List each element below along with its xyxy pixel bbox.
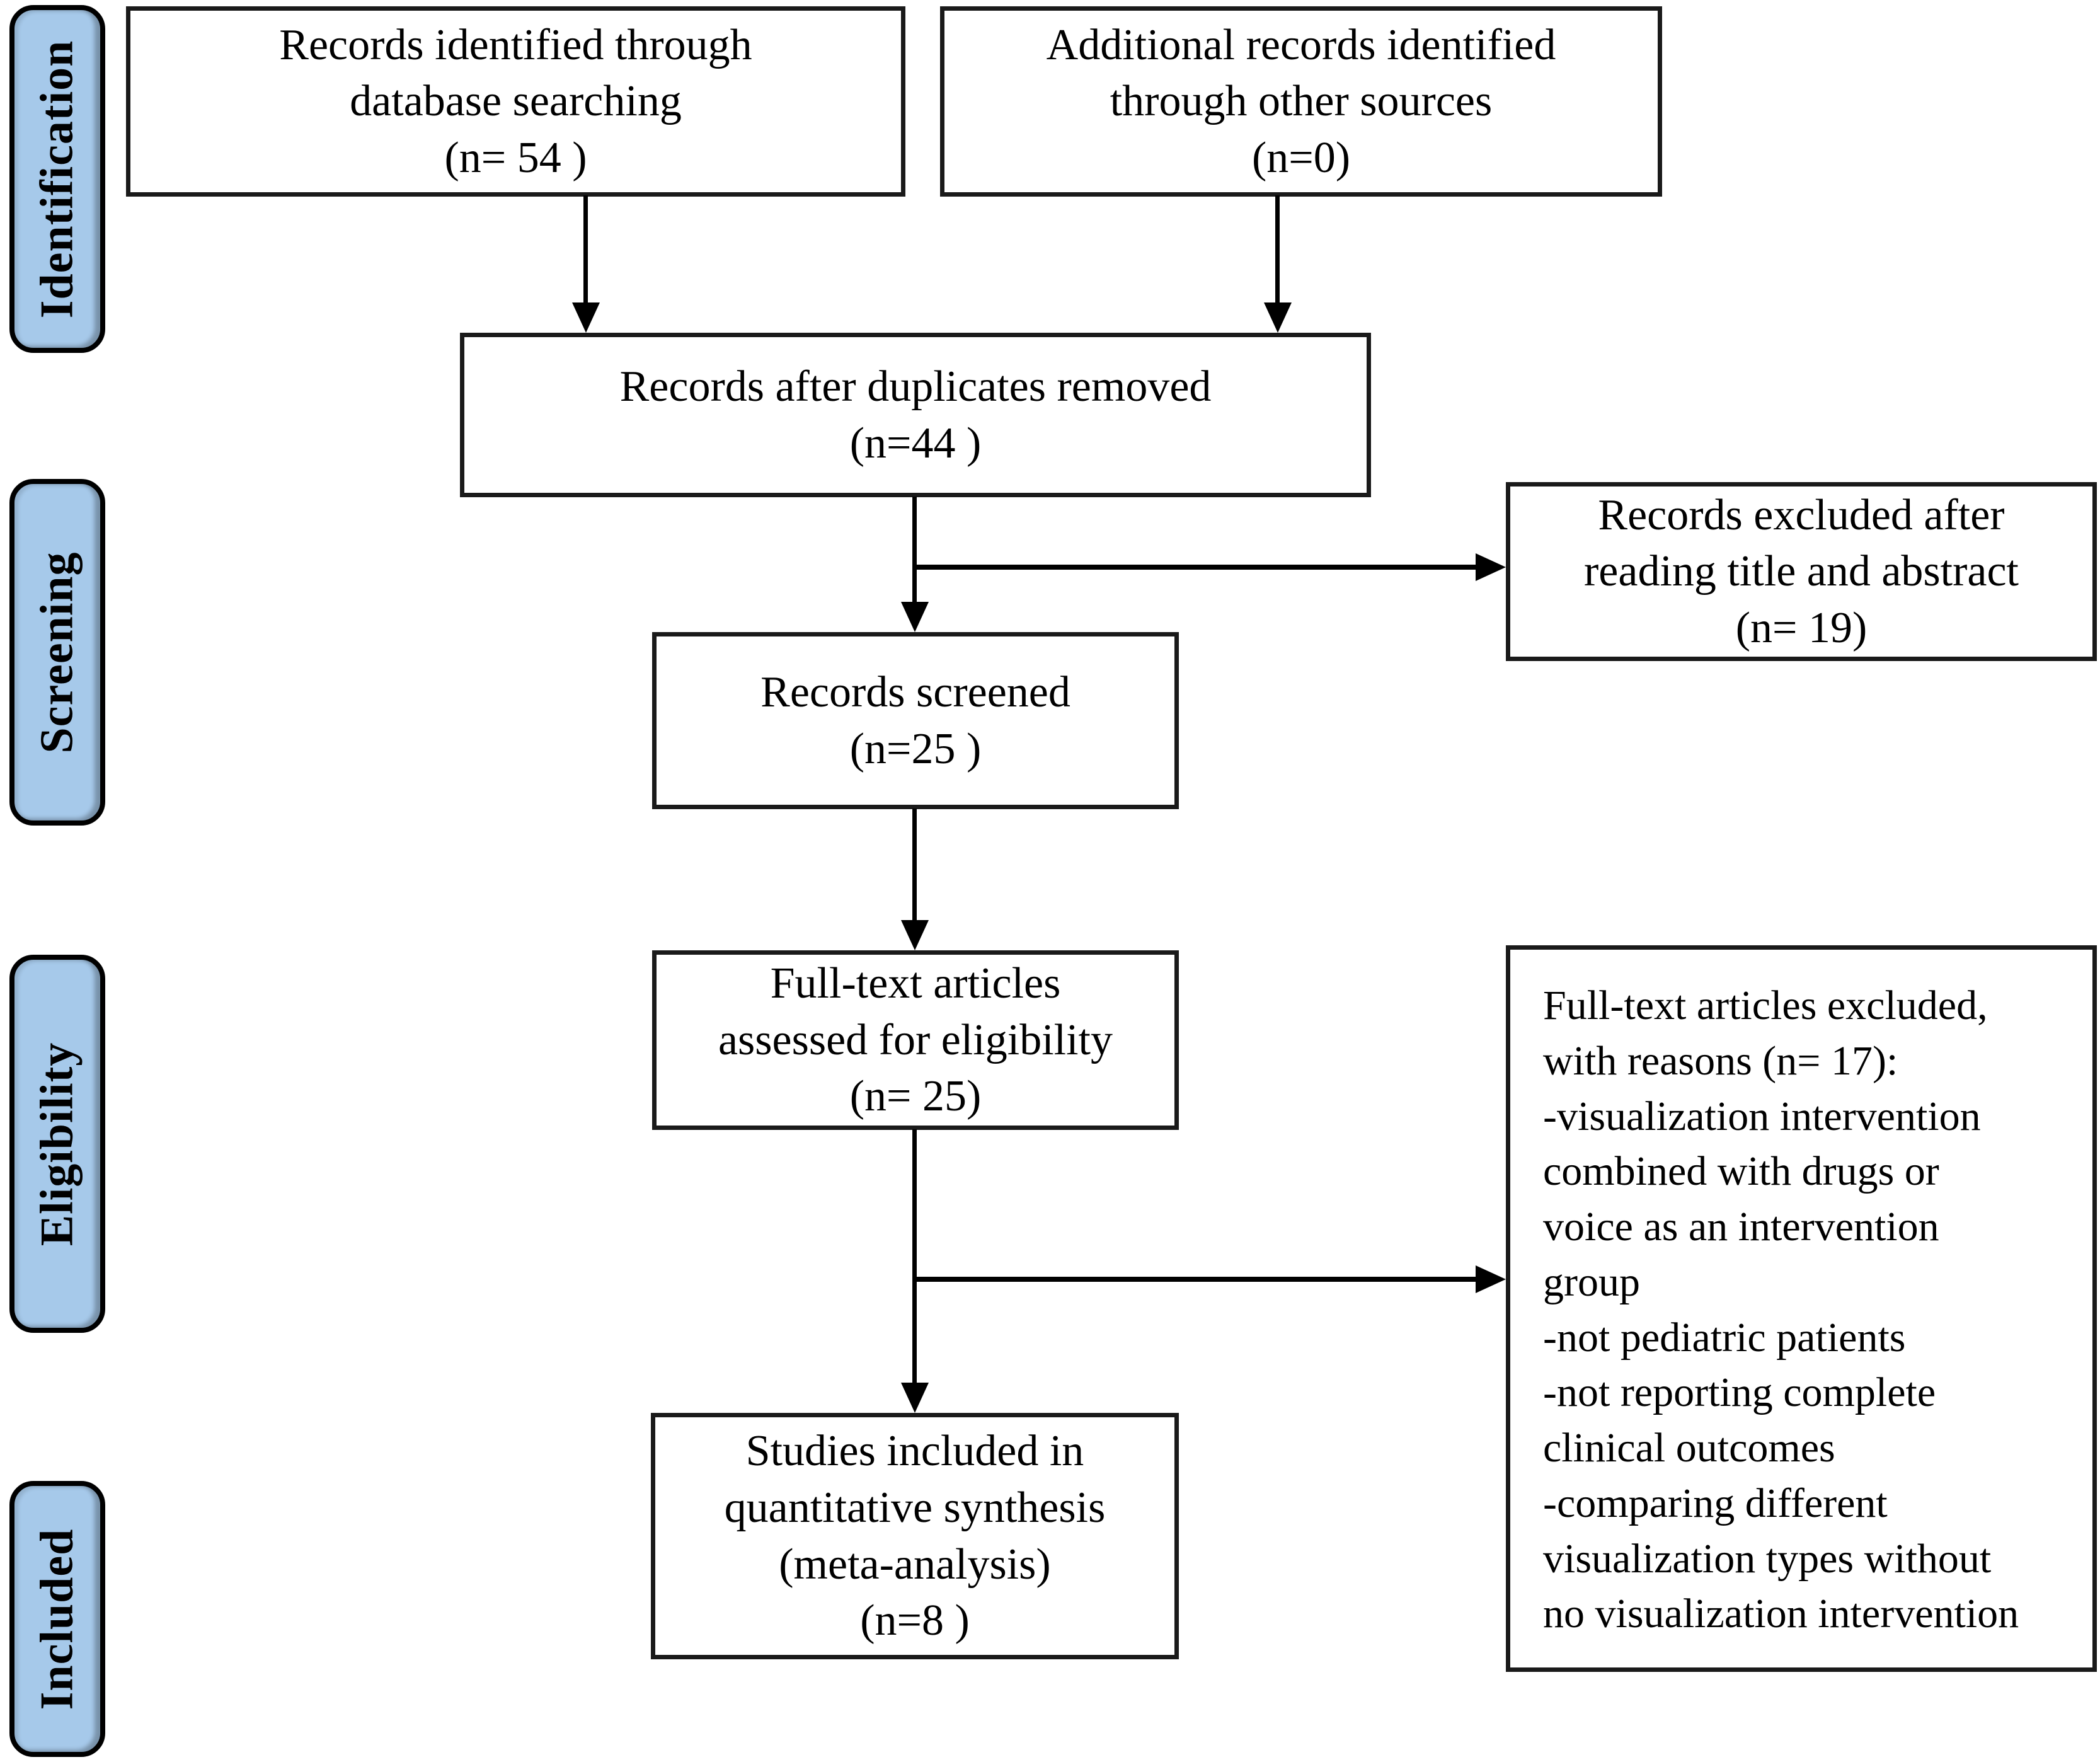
arrow-other-to-duplicates-line [1275,195,1280,305]
box-fulltext-assessed-text: Full-text articles assessed for eligibil… [718,959,1113,1121]
box-records-excluded-title-abstract: Records excluded after reading title and… [1506,482,2097,661]
stage-identification: Identification [9,5,105,353]
stage-eligibility: Eligibility [9,955,105,1333]
box-records-screened-text: Records screened (n=25 ) [760,667,1070,773]
box-studies-included-text: Studies included in quantitative synthes… [724,1427,1106,1645]
arrow-db-to-duplicates-line [583,195,588,305]
box-fulltext-assessed: Full-text articles assessed for eligibil… [652,950,1179,1130]
stage-included: Included [9,1481,105,1757]
stage-eligibility-label: Eligibility [31,1042,83,1246]
box-records-identified-other: Additional records identified through ot… [940,6,1662,197]
box-records-after-duplicates: Records after duplicates removed (n=44 ) [460,333,1371,497]
stage-screening: Screening [9,479,105,826]
arrow-db-to-duplicates-head [572,302,600,333]
box-records-screened: Records screened (n=25 ) [652,632,1179,809]
arrow-duplicates-to-screened-head [901,602,929,632]
arrow-to-fulltext-excluded-head [1476,1265,1506,1293]
box-records-identified-db-text: Records identified through database sear… [279,20,752,182]
arrow-screened-to-fulltext-line [912,809,917,921]
stage-screening-label: Screening [31,551,83,754]
box-fulltext-excluded-reasons-text: Full-text articles excluded, with reason… [1543,982,2019,1637]
arrow-to-excluded-title-abstract-line [915,565,1477,570]
arrow-to-fulltext-excluded-line [915,1277,1477,1282]
arrow-to-excluded-title-abstract-head [1476,553,1506,581]
arrow-other-to-duplicates-head [1264,302,1292,333]
arrow-fulltext-to-included-line [912,1129,917,1384]
box-records-after-duplicates-text: Records after duplicates removed (n=44 ) [619,362,1212,468]
arrow-screened-to-fulltext-head [901,920,929,950]
arrow-duplicates-to-screened-line [912,497,917,603]
box-records-identified-db: Records identified through database sear… [126,6,905,197]
stage-included-label: Included [31,1528,83,1710]
arrow-fulltext-to-included-head [901,1383,929,1413]
box-fulltext-excluded-reasons: Full-text articles excluded, with reason… [1506,945,2097,1672]
box-studies-included: Studies included in quantitative synthes… [651,1413,1179,1659]
box-records-identified-other-text: Additional records identified through ot… [1046,20,1556,182]
box-records-excluded-title-abstract-text: Records excluded after reading title and… [1584,490,2019,652]
stage-identification-label: Identification [31,40,83,318]
